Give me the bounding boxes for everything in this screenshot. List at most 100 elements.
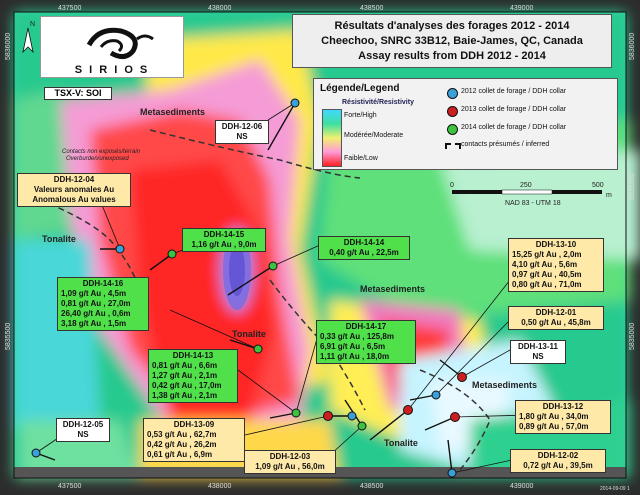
- hole-result: 0,81 g/t Au , 6,6m: [152, 361, 218, 370]
- hole-result: Valeurs anomales Au: [33, 185, 115, 194]
- title-line-2: Cheechoo, SNRC 33B12, Baie-James, QC, Ca…: [321, 35, 583, 47]
- hole-result: 1,80 g/t Au , 34,0m: [519, 412, 589, 421]
- hole-result: 1,09 g/t Au , 56,0m: [255, 462, 325, 471]
- hole-result: 1,09 g/t Au , 4,5m: [61, 289, 127, 298]
- collar-2012: [431, 390, 441, 400]
- hole-result: 1,38 g/t Au , 2,1m: [152, 391, 218, 400]
- drill-collars: [31, 98, 467, 478]
- hole-name: DDH-14-13: [172, 351, 214, 360]
- hole-name: DDH-12-01: [535, 308, 577, 317]
- legend-collar-2014: 2014 collet de forage / DDH collar: [461, 124, 567, 131]
- hole-result: 4,10 g/t Au , 5,6m: [512, 260, 578, 269]
- tick-bottom: 439000: [510, 483, 533, 490]
- hole-name: DDH-13-09: [173, 420, 215, 429]
- hole-label-ddh-13-11: DDH-13-11 NS: [510, 340, 566, 364]
- hole-result: NS: [77, 430, 89, 439]
- hole-label-ddh-14-13: DDH-14-13 0,81 g/t Au , 6,6m 1,27 g/t Au…: [148, 349, 238, 403]
- hole-label-ddh-13-09: DDH-13-09 0,53 g/t Au , 62,7m 0,42 g/t A…: [143, 418, 245, 462]
- label-tonalite: Tonalite: [42, 234, 76, 244]
- label-tonalite: Tonalite: [232, 329, 266, 339]
- hole-name: DDH-14-15: [203, 230, 245, 239]
- hole-name: DDH-13-12: [542, 402, 584, 411]
- tick-top: 438000: [208, 5, 231, 12]
- hole-label-ddh-14-17: DDH-14-17 0,33 g/t Au , 125,8m 6,91 g/t …: [316, 320, 416, 364]
- resistivity-moderate: Modérée/Moderate: [344, 132, 404, 139]
- collar-2014: [291, 408, 301, 418]
- map-title: Résultats d'analyses des forages 2012 - …: [292, 14, 612, 68]
- resistivity-low: Faible/Low: [344, 155, 378, 162]
- hole-label-ddh-13-10: DDH-13-10 15,25 g/t Au , 2,0m 4,10 g/t A…: [508, 238, 604, 292]
- hole-name: DDH-12-06: [221, 122, 263, 131]
- hole-result: 0,97 g/t Au , 40,5m: [512, 270, 582, 279]
- collar-2012-icon: [447, 88, 458, 99]
- contact-line: [39, 199, 141, 291]
- ticker-label: TSX-V: SOI: [44, 87, 112, 100]
- collar-2012: [115, 244, 125, 254]
- hole-result: 0,50 g/t Au , 45,8m: [521, 318, 591, 327]
- hole-result: 3,18 g/t Au , 1,5m: [61, 319, 127, 328]
- hole-label-ddh-14-14: DDH-14-14 0,40 g/t Au , 22,5m: [318, 236, 410, 260]
- collar-2012: [290, 98, 300, 108]
- collar-2014: [253, 344, 263, 354]
- collar-2013: [450, 412, 460, 422]
- coordinate-ticks: 437500 438000 438500 439000 437500 43800…: [5, 5, 636, 490]
- collar-2014: [167, 249, 177, 259]
- hole-label-ddh-12-04: DDH-12-04 Valeurs anomales Au Anomalous …: [17, 173, 131, 207]
- tick-left: 5835500: [5, 323, 12, 350]
- hole-label-ddh-14-16: DDH-14-16 1,09 g/t Au , 4,5m 0,81 g/t Au…: [57, 277, 149, 331]
- hole-result: 0,42 g/t Au , 26,2m: [147, 440, 217, 449]
- contact-line: [419, 369, 491, 471]
- collar-2014-icon: [447, 124, 458, 135]
- hole-label-ddh-14-15: DDH-14-15 1,16 g/t Au , 9,0m: [182, 228, 266, 252]
- hole-result: 0,40 g/t Au , 22,5m: [329, 248, 399, 257]
- hole-label-ddh-13-12: DDH-13-12 1,80 g/t Au , 34,0m 0,89 g/t A…: [515, 400, 611, 434]
- resistivity-title: Résistivité/Resistivity: [342, 99, 414, 106]
- title-line-3: Assay results from DDH 2012 - 2014: [358, 50, 546, 62]
- title-line-1: Résultats d'analyses des forages 2012 - …: [334, 20, 570, 32]
- hole-name: DDH-12-04: [53, 175, 95, 184]
- swirl-logo-icon: S I R I O S: [75, 27, 154, 76]
- collar-2012: [31, 448, 41, 458]
- hole-label-ddh-12-02: DDH-12-02 0,72 g/t Au , 39,5m: [510, 449, 606, 473]
- hole-result: 0,53 g/t Au , 62,7m: [147, 430, 217, 439]
- hole-result: 1,16 g/t Au , 9,0m: [191, 240, 257, 249]
- hole-label-ddh-12-05: DDH-12-05 NS: [56, 418, 110, 442]
- tick-top: 439000: [510, 5, 533, 12]
- tick-bottom: 438500: [360, 483, 383, 490]
- hole-result: NS: [532, 352, 544, 361]
- tick-right: 5835000: [629, 323, 636, 350]
- hole-name: DDH-14-17: [345, 322, 387, 331]
- hole-result: Anomalous Au values: [32, 195, 116, 204]
- hole-result: NS: [236, 132, 248, 141]
- scale-tick: 250: [520, 182, 532, 189]
- hole-result: 0,61 g/t Au , 6,9m: [147, 450, 213, 459]
- logo-wordmark: S I R I O S: [75, 64, 150, 76]
- collar-2013: [403, 405, 413, 415]
- collar-2014: [268, 261, 278, 271]
- scale-bar: 0 250 500 m NAD 83 - UTM 18: [450, 182, 612, 207]
- hole-label-ddh-12-01: DDH-12-01 0,50 g/t Au , 45,8m: [508, 306, 604, 330]
- contact-note: Overburden/unexposed: [66, 156, 129, 162]
- contact-line: [149, 129, 361, 179]
- hole-name: DDH-13-10: [535, 240, 577, 249]
- legend-panel: Légende/Legend Résistivité/Resistivity F…: [313, 78, 618, 170]
- label-tonalite: Tonalite: [384, 438, 418, 448]
- hole-name: DDH-12-02: [537, 451, 579, 460]
- collar-2014: [357, 421, 367, 431]
- tick-top: 437500: [58, 5, 81, 12]
- hole-result: 1,11 g/t Au , 18,0m: [320, 352, 390, 361]
- hole-name: DDH-13-11: [517, 342, 558, 351]
- hole-name: DDH-12-05: [62, 420, 104, 429]
- collar-2012: [347, 411, 357, 421]
- tick-left: 5836000: [5, 33, 12, 60]
- legend-contacts: contacts présumés / inferred: [461, 141, 550, 148]
- hole-result: 0,80 g/t Au , 71,0m: [512, 280, 582, 289]
- hole-result: 0,89 g/t Au , 57,0m: [519, 422, 589, 431]
- contact-note: Contacts non exposés/terrain: [62, 149, 141, 155]
- tick-bottom: 437500: [58, 483, 81, 490]
- hole-result: 6,91 g/t Au , 6,5m: [320, 342, 386, 351]
- hole-result: 0,33 g/t Au , 125,8m: [320, 332, 394, 341]
- hole-result: 0,42 g/t Au , 17,0m: [152, 381, 222, 390]
- hole-label-ddh-12-03: DDH-12-03 1,09 g/t Au , 56,0m: [244, 450, 336, 474]
